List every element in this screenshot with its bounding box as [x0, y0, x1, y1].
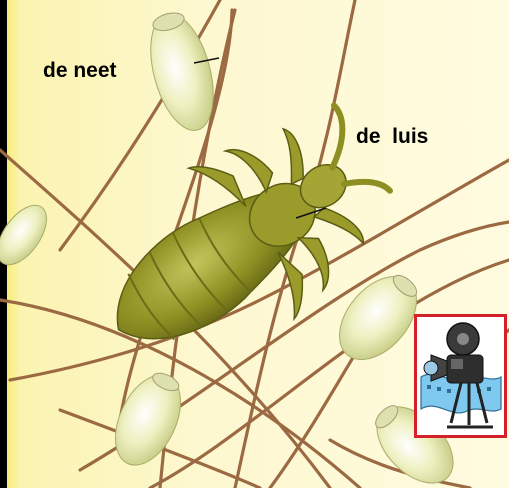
label-louse: de luis	[356, 126, 428, 147]
label-nit: de neet	[43, 60, 117, 81]
video-button[interactable]	[414, 314, 507, 438]
film-camera-icon	[417, 317, 504, 435]
